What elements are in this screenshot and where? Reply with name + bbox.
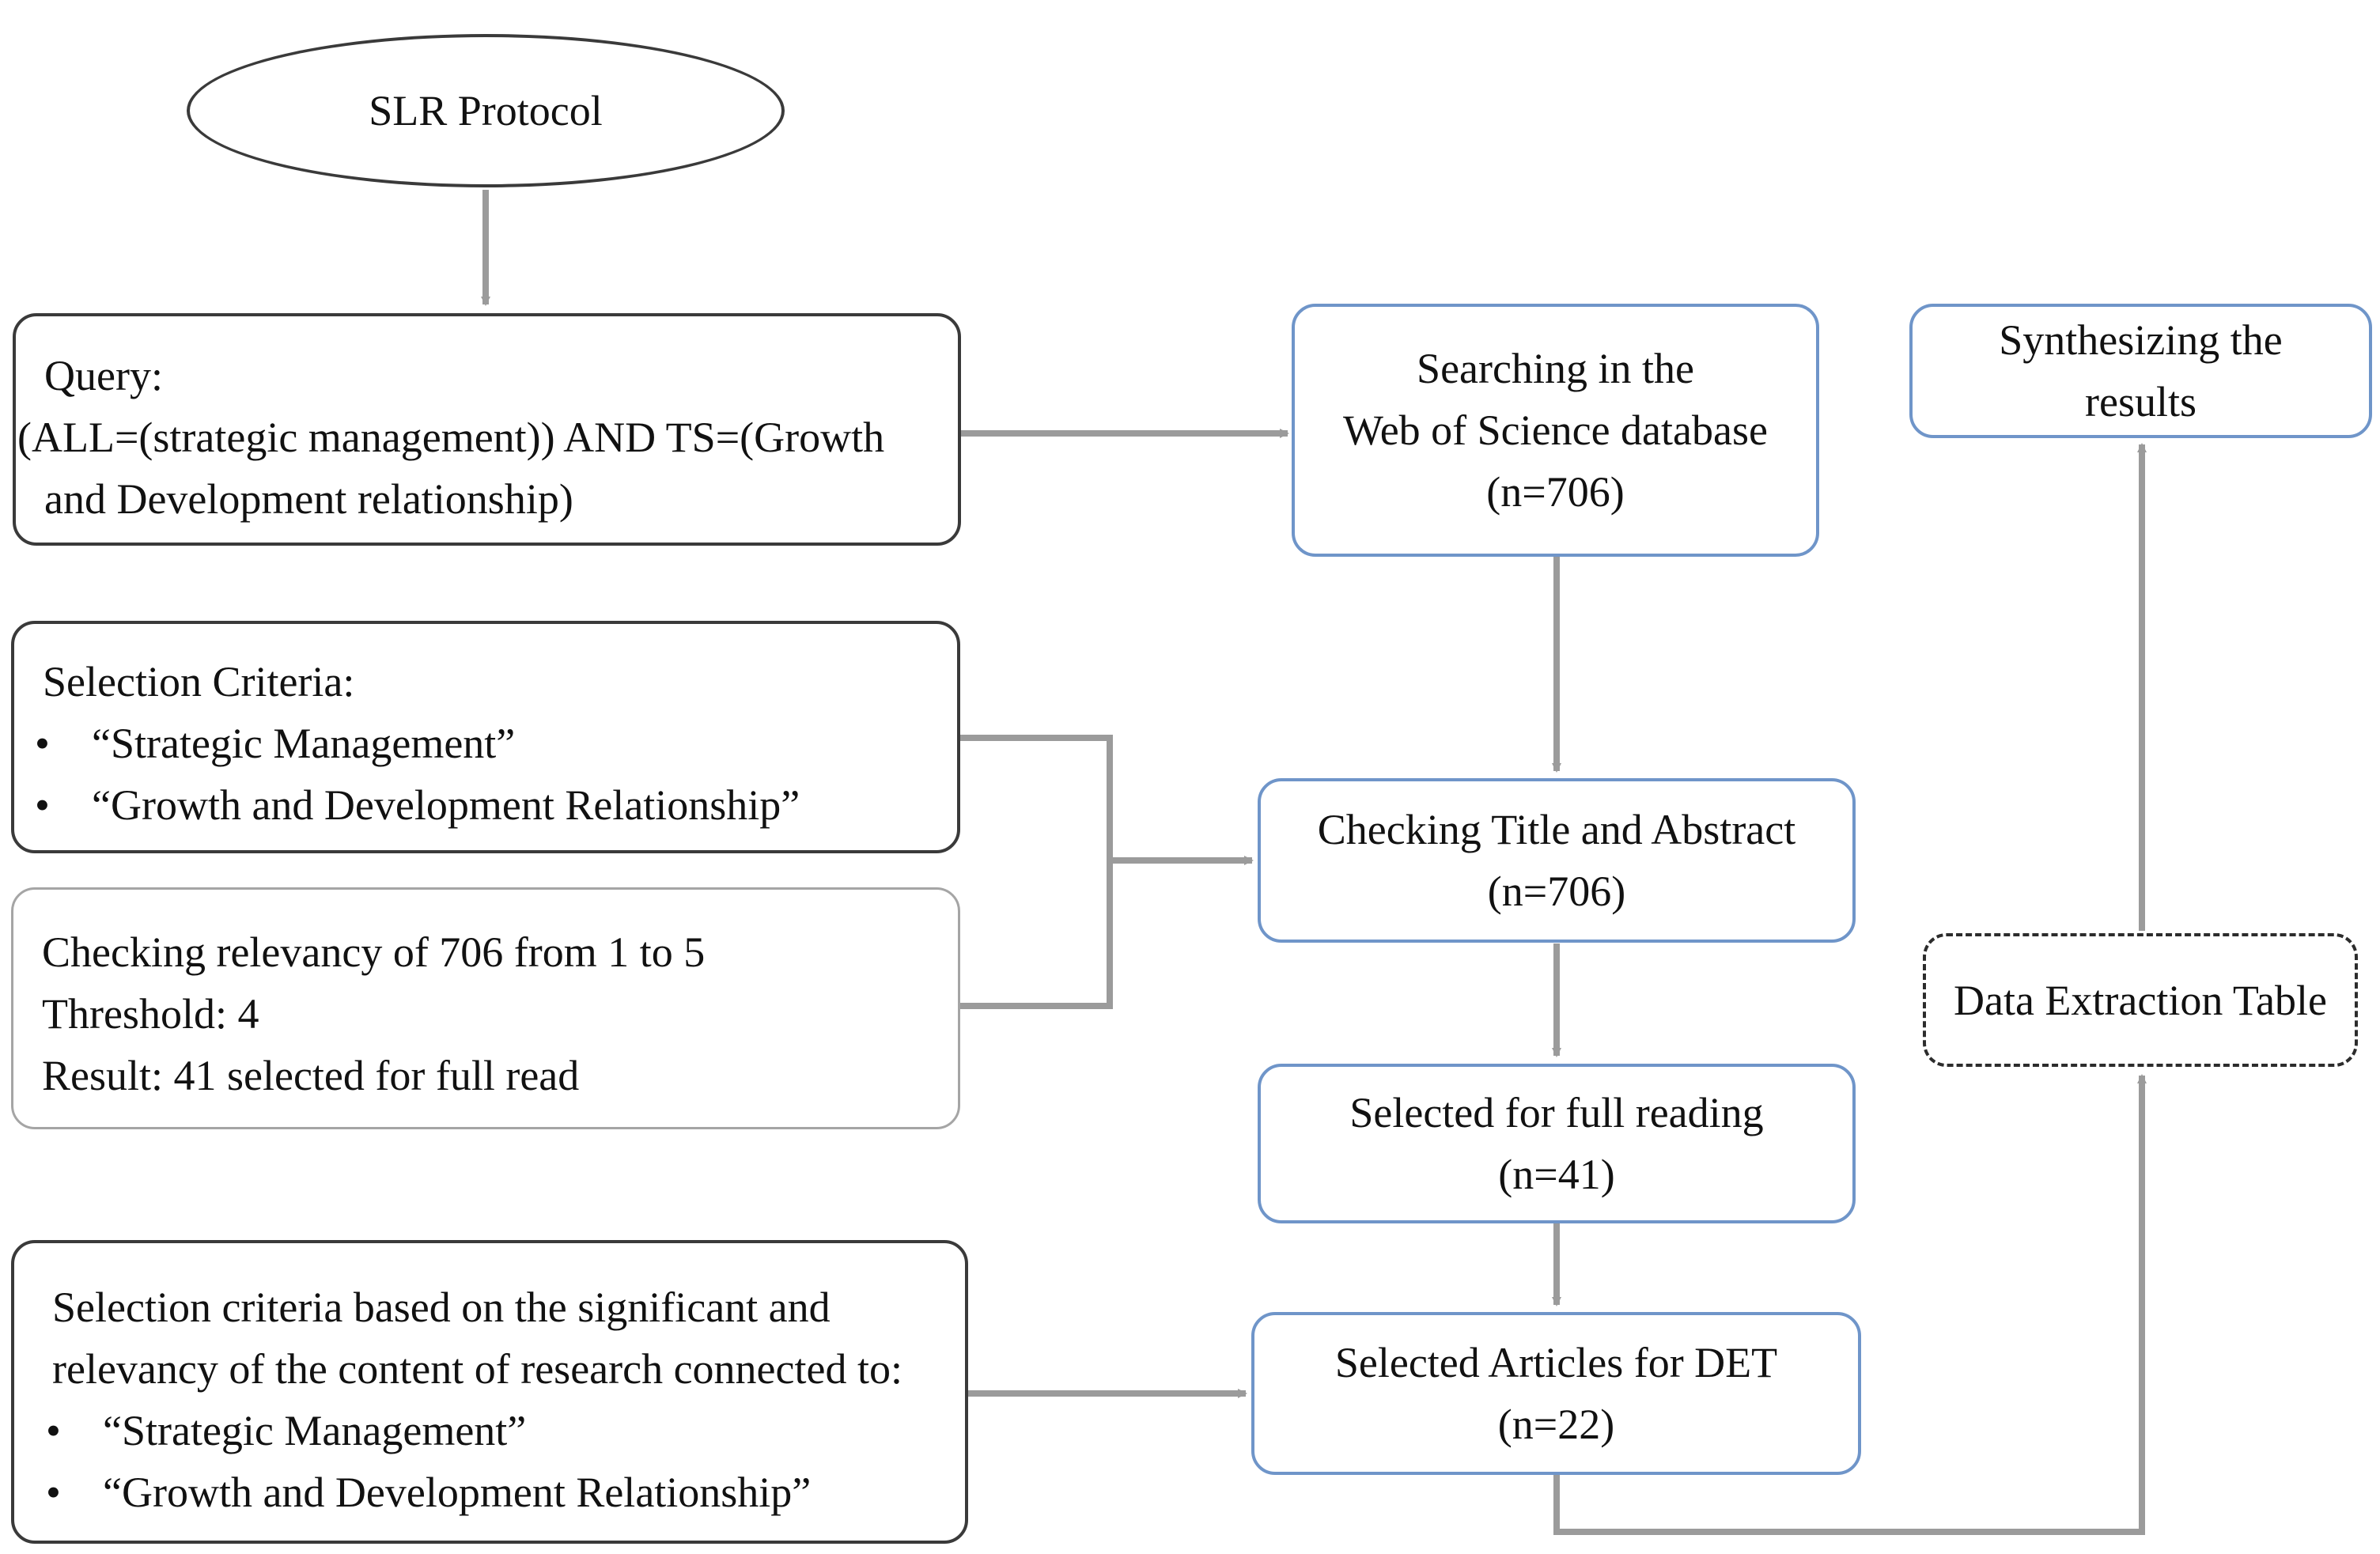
- det-box: Selected Articles for DET (n=22): [1251, 1312, 1861, 1475]
- bullet-item: • “Strategic Management”: [35, 713, 957, 774]
- query-line: and Development relationship): [44, 475, 573, 523]
- det-count: (n=22): [1497, 1401, 1615, 1448]
- bullet-symbol: •: [46, 1469, 61, 1516]
- query-box: Query: (ALL=(strategic management)) AND …: [13, 313, 961, 546]
- bullet-symbol: •: [35, 781, 50, 829]
- selection-criteria-2-box: Selection criteria based on the signific…: [11, 1240, 968, 1544]
- query-line: (ALL=(strategic management)) AND TS=(Gro…: [17, 414, 885, 461]
- bullet-item: • “Strategic Management”: [46, 1400, 965, 1461]
- bullet-text: “Growth and Development Relationship”: [103, 1469, 812, 1516]
- selection-criteria-title: Selection Criteria:: [43, 658, 355, 705]
- selection-criteria-box: Selection Criteria: • “Strategic Managem…: [11, 621, 960, 853]
- title-abstract-line: Checking Title and Abstract: [1317, 806, 1796, 853]
- bullet-text: “Strategic Management”: [92, 720, 516, 767]
- search-line: Searching in the: [1417, 345, 1694, 392]
- criteria-2-line: relevancy of the content of research con…: [52, 1345, 902, 1393]
- search-line: Web of Science database: [1343, 406, 1768, 454]
- bullet-text: “Growth and Development Relationship”: [92, 781, 800, 829]
- synthesizing-line: Synthesizing the: [1999, 316, 2283, 364]
- det-line: Selected Articles for DET: [1334, 1339, 1778, 1386]
- criteria-2-line: Selection criteria based on the signific…: [52, 1284, 831, 1331]
- title-abstract-box: Checking Title and Abstract (n=706): [1258, 778, 1856, 943]
- data-extraction-label: Data Extraction Table: [1953, 976, 2328, 1024]
- title-abstract-count: (n=706): [1487, 868, 1626, 915]
- relevancy-line: Checking relevancy of 706 from 1 to 5: [42, 928, 706, 976]
- relevancy-line: Threshold: 4: [42, 990, 259, 1038]
- query-line: Query:: [44, 352, 163, 399]
- relevancy-box: Checking relevancy of 706 from 1 to 5 Th…: [11, 887, 960, 1129]
- slr-protocol-node: SLR Protocol: [187, 34, 785, 187]
- slr-protocol-label: SLR Protocol: [369, 87, 603, 134]
- relevancy-line: Result: 41 selected for full read: [42, 1052, 580, 1099]
- bullet-item: • “Growth and Development Relationship”: [35, 774, 957, 836]
- synthesizing-box: Synthesizing the results: [1909, 304, 2372, 438]
- full-reading-count: (n=41): [1498, 1151, 1615, 1198]
- bullet-item: • “Growth and Development Relationship”: [46, 1461, 965, 1523]
- full-reading-line: Selected for full reading: [1349, 1089, 1764, 1136]
- search-box: Searching in the Web of Science database…: [1292, 304, 1819, 557]
- bullet-symbol: •: [46, 1407, 61, 1454]
- full-reading-box: Selected for full reading (n=41): [1258, 1064, 1856, 1223]
- connector-selection-criteria: [959, 735, 1113, 1009]
- data-extraction-table-box: Data Extraction Table: [1923, 933, 2358, 1067]
- connector-det-to-data-extraction: [1553, 1074, 2147, 1535]
- search-count: (n=706): [1486, 468, 1625, 516]
- bullet-symbol: •: [35, 720, 50, 767]
- synthesizing-line: results: [2085, 378, 2196, 425]
- bullet-text: “Strategic Management”: [103, 1407, 527, 1454]
